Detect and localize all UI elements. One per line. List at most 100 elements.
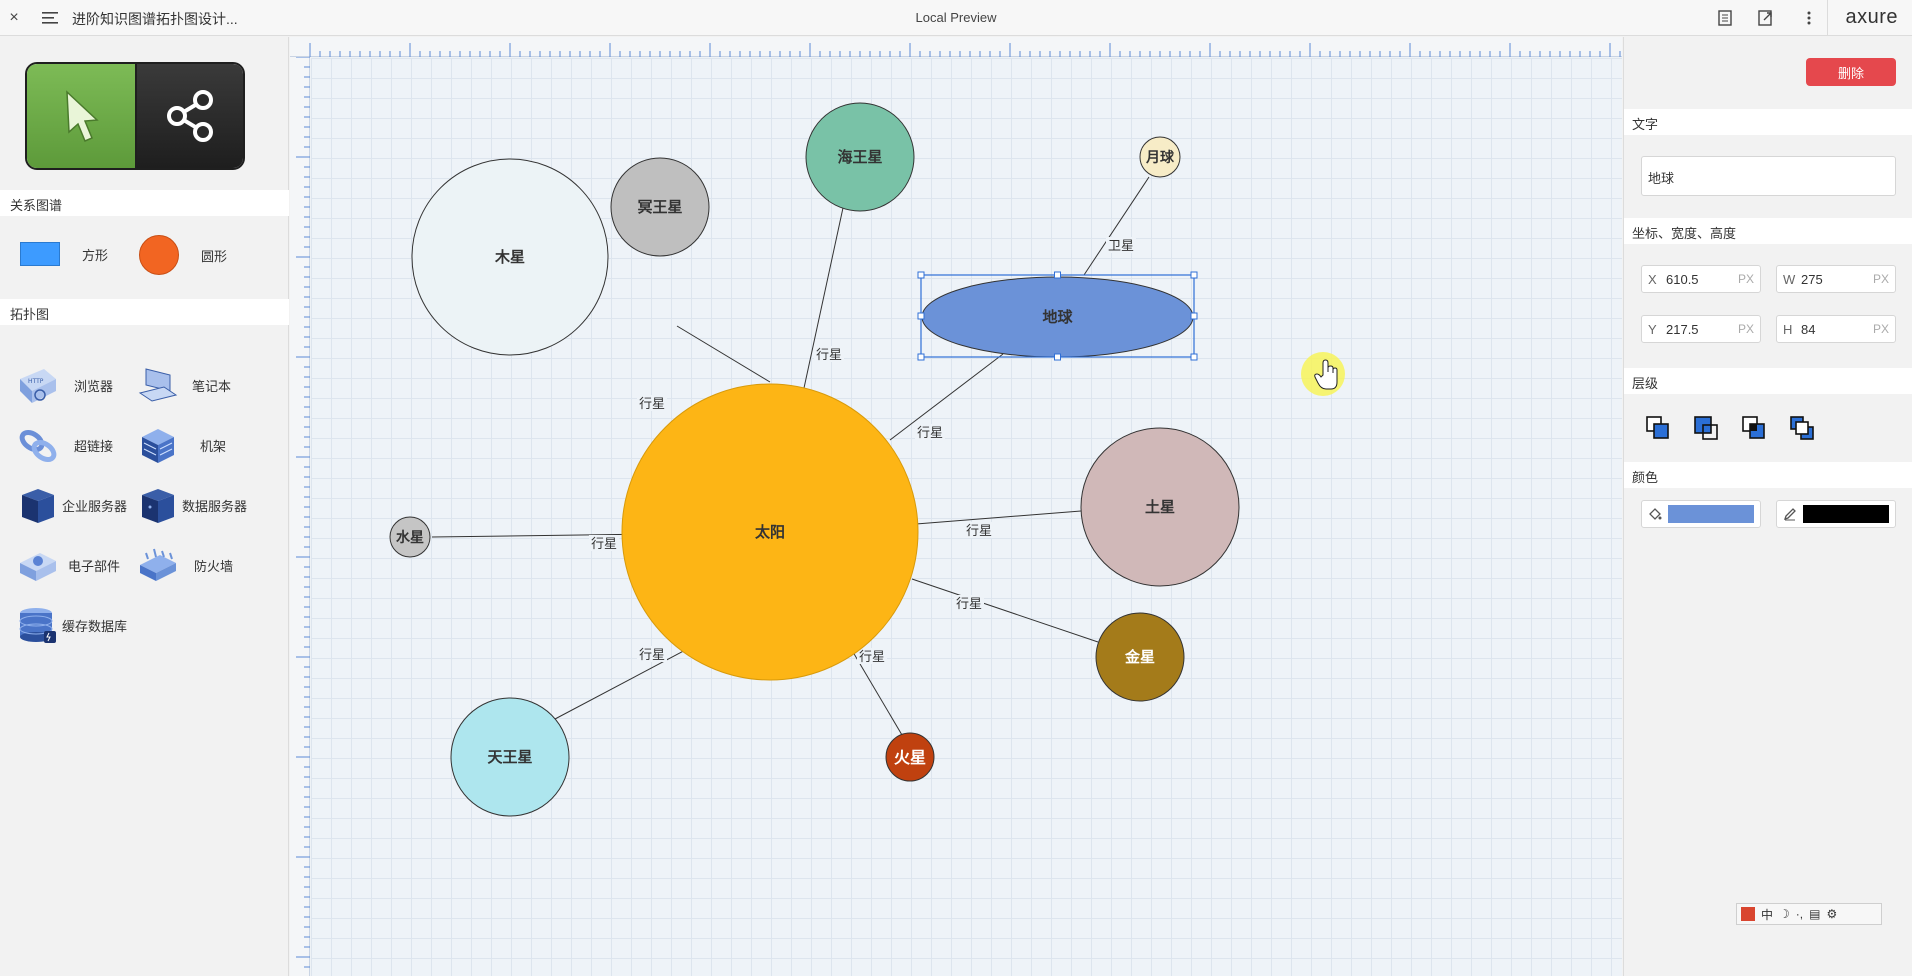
- node-earth[interactable]: 地球: [921, 276, 1194, 358]
- canvas[interactable]: 行星 行星 行星 行星 行星 行星 行星 行星 卫星 木星 冥王星 海王星: [290, 37, 1622, 976]
- ime-tools-icon[interactable]: ⚙: [1826, 907, 1838, 921]
- resize-handle[interactable]: [1190, 271, 1198, 279]
- knowledge-graph[interactable]: 行星 行星 行星 行星 行星 行星 行星 行星 卫星 木星 冥王星 海王星: [290, 37, 1622, 976]
- edge-label: 行星: [917, 425, 943, 440]
- select-mode-button[interactable]: [27, 64, 135, 168]
- edge-sun-saturn[interactable]: [915, 510, 1082, 525]
- field-unit: PX: [1872, 272, 1889, 286]
- selection-box[interactable]: [917, 271, 1198, 361]
- field-value: 217.5: [1666, 321, 1699, 337]
- palette-item-rack[interactable]: 机架: [138, 425, 226, 465]
- node-jupiter[interactable]: 木星: [411, 158, 609, 356]
- field-key: H: [1783, 321, 1793, 337]
- palette-item-firewall[interactable]: 防火墙: [138, 545, 233, 585]
- ruler-vertical: [290, 56, 310, 976]
- send-backward-icon[interactable]: [1740, 414, 1768, 442]
- node-moon[interactable]: 月球: [1139, 136, 1181, 178]
- palette-item-enterprise-server[interactable]: 企业服务器: [18, 485, 127, 525]
- fill-color-picker[interactable]: [1641, 500, 1761, 528]
- more-vertical-icon[interactable]: [1797, 6, 1821, 30]
- document-title[interactable]: 进阶知识图谱拓扑图设计...: [72, 11, 238, 27]
- close-icon[interactable]: ×: [9, 9, 19, 26]
- section-relation-graph: 关系图谱: [0, 190, 289, 216]
- node-uranus[interactable]: 天王星: [450, 697, 570, 817]
- link-mode-button[interactable]: [135, 64, 243, 168]
- section-geometry: 坐标、宽度、高度: [1624, 218, 1912, 244]
- h-field[interactable]: H 84 PX: [1776, 315, 1896, 343]
- palette-item-data-server[interactable]: 数据服务器: [138, 485, 247, 525]
- section-text: 文字: [1624, 109, 1912, 135]
- node-sun[interactable]: 太阳: [621, 383, 919, 681]
- node-label: 地球: [1042, 308, 1073, 326]
- node-mars[interactable]: 火星: [885, 732, 935, 782]
- send-to-back-icon[interactable]: [1788, 414, 1816, 442]
- stroke-color-picker[interactable]: [1776, 500, 1896, 528]
- resize-handle[interactable]: [917, 271, 925, 279]
- edge-sun-venus[interactable]: [911, 578, 1099, 643]
- node-venus[interactable]: 金星: [1095, 612, 1185, 702]
- palette-item-label: 超链接: [74, 438, 114, 454]
- palette-item-laptop[interactable]: 笔记本: [138, 365, 231, 405]
- text-input[interactable]: 地球: [1641, 156, 1896, 196]
- rack-icon: [138, 425, 178, 465]
- node-neptune[interactable]: 海王星: [805, 102, 915, 212]
- node-label: 冥王星: [637, 199, 682, 216]
- node-label: 木星: [494, 248, 525, 266]
- pen-icon: [1783, 508, 1796, 521]
- stroke-swatch: [1803, 505, 1889, 523]
- palette-item-label: 数据服务器: [182, 498, 248, 514]
- resize-handle[interactable]: [917, 353, 925, 361]
- edge-sun-jupiter[interactable]: [676, 325, 771, 383]
- node-pluto[interactable]: 冥王星: [610, 157, 710, 257]
- palette-item-square[interactable]: 方形: [20, 242, 108, 266]
- resize-handle[interactable]: [1054, 271, 1061, 279]
- field-key: X: [1648, 271, 1657, 287]
- palette-item-cache-database[interactable]: 缓存数据库: [18, 605, 127, 645]
- square-shape-icon: [20, 242, 60, 266]
- ime-logo-icon[interactable]: [1741, 907, 1755, 921]
- edge-label: 行星: [966, 523, 992, 538]
- node-saturn[interactable]: 土星: [1080, 427, 1240, 587]
- node-mercury[interactable]: 水星: [389, 516, 431, 558]
- palette-item-label: 机架: [200, 438, 227, 454]
- w-field[interactable]: W 275 PX: [1776, 265, 1896, 293]
- edge-label: 行星: [816, 347, 842, 362]
- layer-buttons: [1644, 414, 1904, 442]
- ruler-horizontal: [290, 37, 1622, 57]
- edge-sun-neptune[interactable]: [803, 193, 847, 389]
- ime-punct-icon[interactable]: ·,: [1795, 907, 1804, 921]
- x-field[interactable]: X 610.5 PX: [1641, 265, 1761, 293]
- bring-to-front-icon[interactable]: [1644, 414, 1672, 442]
- resize-handle[interactable]: [917, 312, 925, 320]
- section-layer: 层级: [1624, 368, 1912, 394]
- ime-language[interactable]: 中: [1761, 907, 1774, 922]
- palette-item-electronic-part[interactable]: 电子部件: [18, 545, 120, 585]
- y-field[interactable]: Y 217.5 PX: [1641, 315, 1761, 343]
- palette-item-hyperlink[interactable]: 超链接: [18, 425, 113, 465]
- ime-keyboard-icon[interactable]: ▤: [1809, 907, 1821, 921]
- document-icon[interactable]: [1713, 6, 1737, 30]
- circle-shape-icon: [139, 235, 179, 275]
- properties-panel: 删除 文字 地球 坐标、宽度、高度 X 610.5 PX W 275 PX Y …: [1623, 37, 1912, 976]
- node-label: 太阳: [755, 523, 785, 541]
- resize-handle[interactable]: [1190, 312, 1198, 320]
- palette-item-label: 浏览器: [74, 378, 114, 394]
- bring-forward-icon[interactable]: [1692, 414, 1720, 442]
- enterprise-server-icon: [18, 485, 58, 525]
- edge-sun-earth[interactable]: [889, 353, 1004, 441]
- svg-text:HTTP: HTTP: [28, 378, 44, 385]
- hamburger-icon[interactable]: [38, 6, 62, 30]
- window-title: Local Preview: [915, 10, 997, 25]
- palette-item-browser[interactable]: HTTP 浏览器: [18, 365, 113, 405]
- electronic-part-icon: [18, 545, 58, 585]
- node-label: 土星: [1145, 498, 1175, 516]
- export-icon[interactable]: [1754, 6, 1778, 30]
- edge-earth-moon[interactable]: [1083, 176, 1150, 276]
- field-unit: PX: [1872, 322, 1889, 336]
- resize-handle[interactable]: [1054, 353, 1061, 361]
- ime-moon-icon[interactable]: ☽: [1779, 907, 1790, 921]
- resize-handle[interactable]: [1190, 353, 1198, 361]
- title-bar: × 进阶知识图谱拓扑图设计... Local Preview axure: [0, 0, 1912, 36]
- palette-item-circle[interactable]: 圆形: [139, 235, 227, 275]
- delete-button[interactable]: 删除: [1806, 58, 1896, 86]
